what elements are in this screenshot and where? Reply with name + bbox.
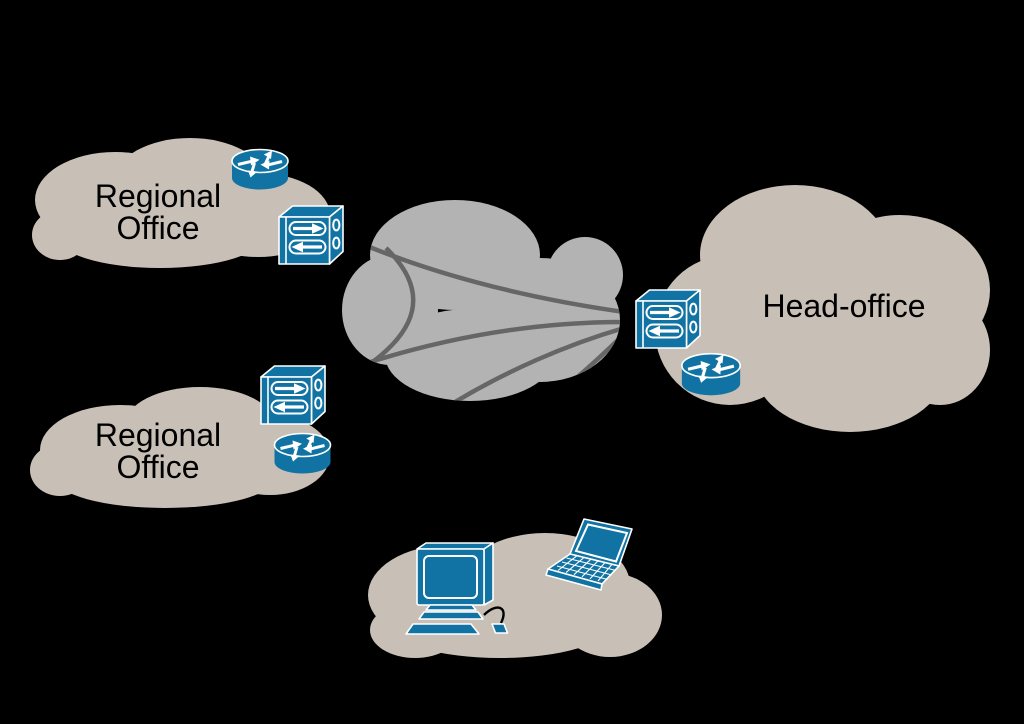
switch-icon [277,204,345,266]
switch-icon [259,364,327,426]
switch-icon [634,288,702,350]
regional-office-top-cloud [32,138,330,268]
head-office-label: Head-office [762,288,926,324]
wan-cloud-shape [342,200,623,401]
regional-office-bottom-label: Regional Office [94,417,222,485]
regional-office-top-label: Regional Office [94,178,222,246]
wan-transport-cloud [342,200,623,401]
router-icon [272,431,333,476]
router-icon [680,352,742,397]
router-icon [230,148,290,191]
